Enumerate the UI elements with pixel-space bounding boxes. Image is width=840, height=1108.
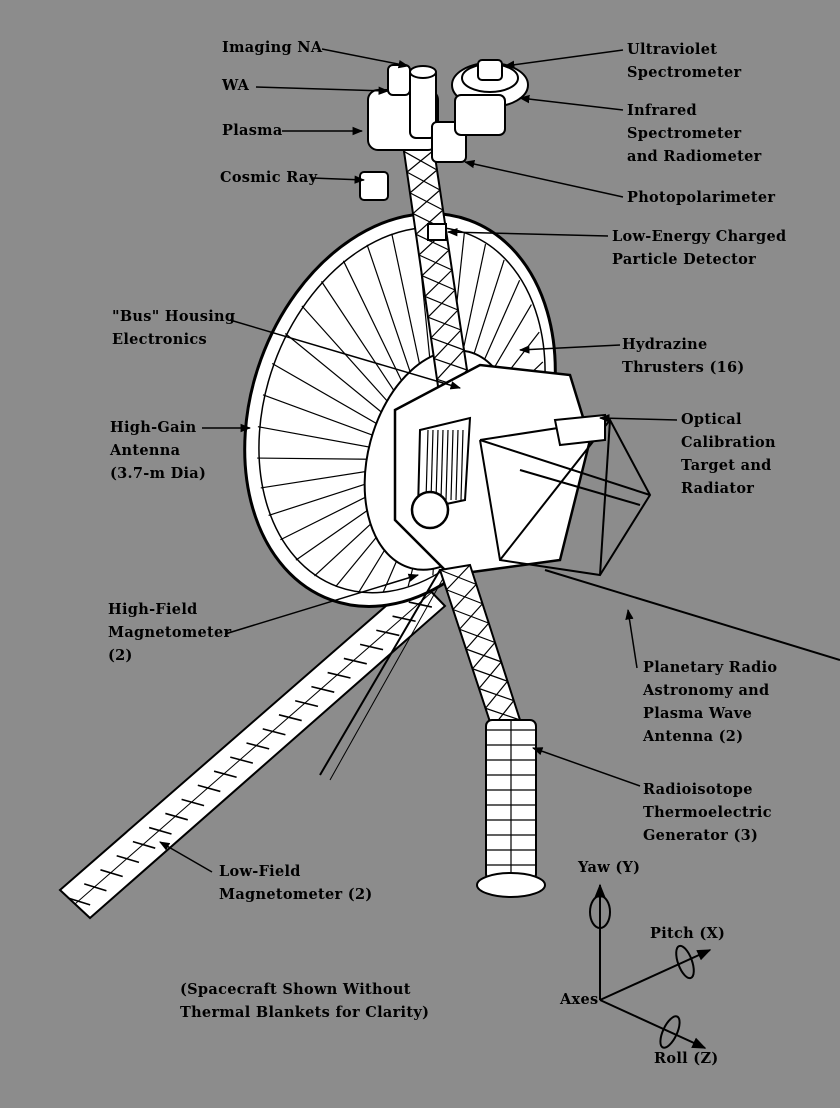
- boom-strut: [165, 812, 188, 821]
- bus-grille-line: [430, 429, 434, 501]
- boom-brace: [485, 680, 508, 709]
- boom-brace: [472, 642, 496, 670]
- boom-strut: [100, 869, 123, 878]
- label-high-gain: High-Gain Antenna (3.7-m Dia): [110, 419, 207, 482]
- label-photopolarimeter: Photopolarimeter: [627, 189, 776, 206]
- label-lecp: Low-Energy Charged Particle Detector: [612, 228, 787, 268]
- bus-grille-line: [455, 429, 459, 501]
- mast-brace: [424, 269, 453, 297]
- label-rtg: Radioisotope Thermoelectric Generator (3…: [643, 781, 772, 844]
- label-uv-spectrometer: Ultraviolet Spectrometer: [627, 41, 742, 81]
- scan-platform: [359, 59, 529, 241]
- label-roll: Roll (Z): [654, 1050, 719, 1067]
- boom-strut: [278, 714, 302, 722]
- calibration-truss: [479, 413, 652, 577]
- label-wa: WA: [222, 77, 250, 94]
- boom-brace: [465, 622, 490, 650]
- bus-grille-line: [425, 429, 429, 501]
- boom-brace: [459, 603, 483, 630]
- mast-brace: [415, 209, 444, 235]
- boom-brace: [478, 661, 502, 689]
- label-optical-calibration: Optical Calibration Target and Radiator: [681, 411, 776, 497]
- boom-strut: [376, 629, 400, 637]
- label-axes: Axes: [560, 991, 599, 1008]
- mast-brace: [433, 329, 462, 359]
- label-low-field: Low-Field Magnetometer (2): [219, 863, 373, 903]
- label-cosmic-ray: Cosmic Ray: [220, 169, 318, 186]
- boom-strut: [83, 883, 107, 892]
- boom-strut: [132, 840, 156, 849]
- boom-strut: [392, 615, 416, 623]
- caption: (Spacecraft Shown Without Thermal Blanke…: [180, 981, 430, 1021]
- bus-grille-line: [440, 429, 444, 501]
- axes-diagram: [589, 883, 712, 1049]
- boom-strut: [181, 798, 205, 807]
- boom-strut: [246, 742, 270, 750]
- bus-grille-line: [435, 429, 439, 501]
- label-ir-spectrometer: Infrared Spectrometer and Radiometer: [627, 102, 762, 165]
- bus-grille-line: [445, 429, 449, 501]
- leader-lines: [159, 48, 678, 873]
- label-hydrazine: Hydrazine Thrusters (16): [622, 336, 745, 376]
- bus-housing: [393, 363, 592, 577]
- label-pitch: Pitch (X): [650, 925, 726, 942]
- mast-brace: [421, 249, 450, 277]
- label-yaw: Yaw (Y): [578, 859, 641, 876]
- boom-strut: [343, 657, 367, 665]
- boom-strut: [213, 770, 237, 779]
- mast-brace: [430, 309, 459, 339]
- boom-strut: [262, 728, 286, 736]
- boom-strut: [67, 897, 91, 906]
- boom-strut: [148, 826, 172, 835]
- label-bus-housing: "Bus" Housing Electronics: [112, 308, 236, 348]
- boom-strut: [294, 699, 319, 708]
- bus-grille-line: [450, 429, 454, 501]
- magnetometer-boom: [58, 576, 447, 920]
- mast-brace: [406, 149, 435, 173]
- bus-grille-line: [460, 429, 464, 501]
- boom-strut: [197, 784, 221, 793]
- boom-strut: [327, 671, 351, 679]
- boom-strut: [230, 756, 254, 764]
- boom-strut: [311, 685, 335, 693]
- boom-brace: [452, 583, 477, 610]
- rtg-boom: [438, 563, 546, 898]
- mast-brace: [409, 169, 438, 194]
- mast-brace: [412, 189, 441, 215]
- pra-antennas: [319, 569, 840, 781]
- mast-brace: [427, 289, 456, 318]
- label-pra-pws: Planetary Radio Astronomy and Plasma Wav…: [643, 659, 778, 745]
- label-imaging-na: Imaging NA: [222, 39, 323, 56]
- mast-brace: [436, 349, 465, 380]
- boom-strut: [116, 854, 140, 864]
- boom-brace: [446, 564, 471, 591]
- boom-strut: [359, 643, 384, 651]
- label-plasma: Plasma: [222, 122, 283, 139]
- label-high-field: High-Field Magnetometer (2): [108, 601, 232, 664]
